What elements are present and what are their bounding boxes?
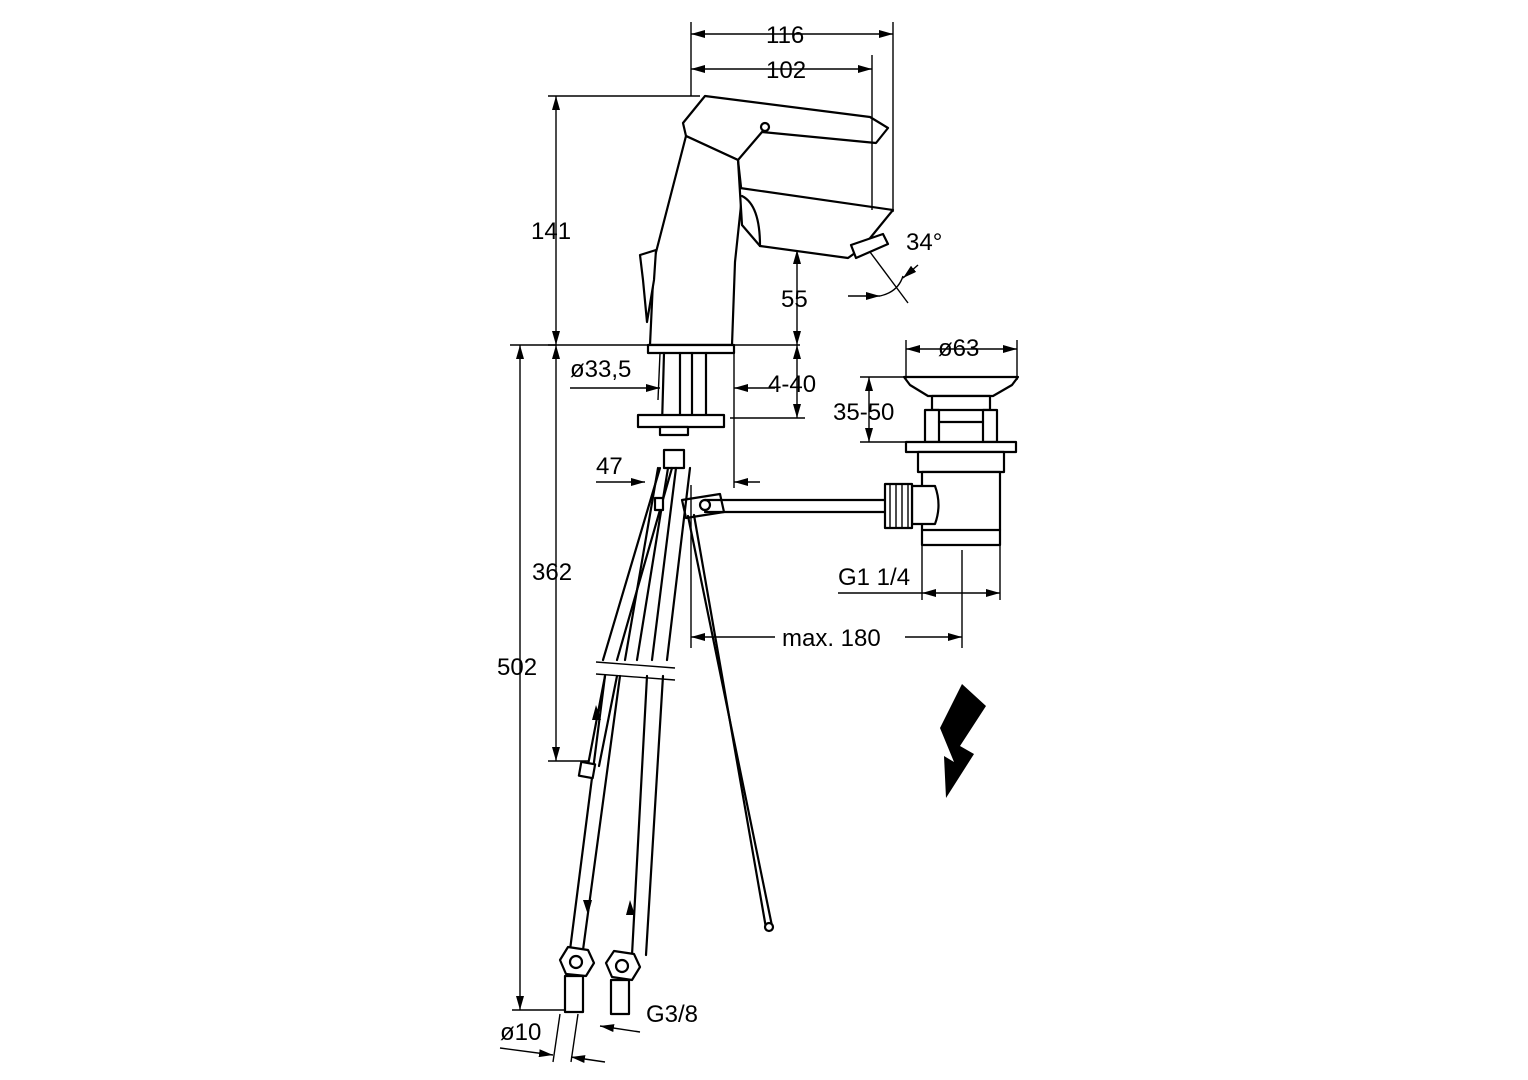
pop-up-waste [703,375,1020,547]
label-362: 362 [532,559,572,586]
label-47: 47 [596,453,623,480]
label-drain-diameter: ø63 [938,335,979,362]
faucet-body [638,94,895,355]
lightning-bolt-icon [940,684,986,798]
mounting-set [636,351,726,520]
label-g3-8: G3/8 [646,1001,698,1028]
label-141: 141 [531,218,571,245]
supply-hoses [558,466,775,1016]
label-hose-diameter: ø10 [500,1019,541,1046]
label-body-diameter: ø33,5 [570,356,631,383]
label-34-degrees: 34° [906,229,942,256]
label-35-50: 35-50 [833,399,894,426]
label-102: 102 [766,57,806,84]
label-g1-1-4: G1 1/4 [838,564,910,591]
dimension-labels: 116 102 141 34° 55 ø33,5 4-40 47 362 502… [497,22,979,1046]
label-116: 116 [766,22,804,49]
label-4-40: 4-40 [768,371,816,398]
label-55: 55 [781,286,808,313]
dimension-lines [499,22,1018,1063]
label-max-180: max. 180 [782,625,881,652]
label-502: 502 [497,654,537,681]
